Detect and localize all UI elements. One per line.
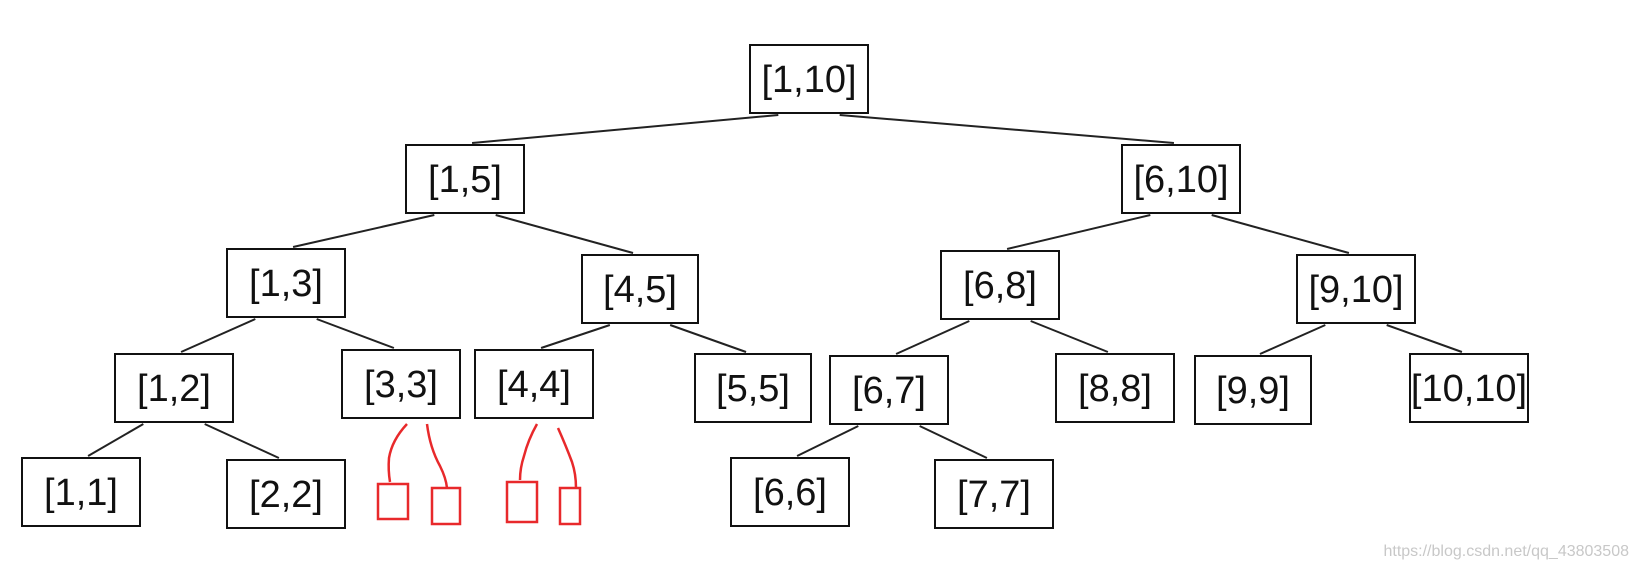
tree-node: [10,10]: [1409, 353, 1529, 423]
tree-node: [1,2]: [114, 353, 234, 423]
node-box: [581, 254, 699, 324]
node-box: [405, 144, 525, 214]
edge-n6_8-n6_7: [895, 320, 970, 355]
node-box: [730, 457, 850, 527]
red-stroke-left-3-3: [387, 423, 408, 483]
tree-node: [6,7]: [829, 355, 949, 425]
node-label: [6,10]: [1133, 159, 1228, 201]
node-label: [6,6]: [753, 472, 827, 514]
edge-n6_10-n6_8: [1006, 214, 1151, 250]
node-label: [9,10]: [1308, 269, 1403, 311]
node-label: [5,5]: [716, 368, 790, 410]
edge-n1_5-n4_5: [495, 214, 634, 254]
tree-node: [1,5]: [405, 144, 525, 214]
edge-n6_7-n7_7: [919, 425, 988, 459]
edge-n9_10-n9_9: [1259, 324, 1326, 355]
node-box: [1121, 144, 1241, 214]
node-box: [940, 250, 1060, 320]
node-label: [3,3]: [364, 364, 438, 406]
node-box: [934, 459, 1054, 529]
edge-n1_2-n1_1: [87, 423, 144, 457]
node-label: [1,10]: [761, 59, 856, 101]
tree-node: [4,4]: [474, 349, 594, 419]
node-label: [4,4]: [497, 364, 571, 406]
node-box: [1409, 353, 1529, 423]
node-label: [6,8]: [963, 265, 1037, 307]
node-box: [226, 459, 346, 529]
edge-n6_10-n9_10: [1211, 214, 1350, 254]
edge-n4_5-n4_4: [540, 324, 611, 349]
node-box: [1194, 355, 1312, 425]
node-box: [749, 44, 869, 114]
edge-n1_5-n1_3: [292, 214, 435, 248]
node-label: [7,7]: [957, 474, 1031, 516]
red-empty-box-3: [505, 480, 539, 524]
red-stroke-right-4-4: [556, 427, 578, 489]
tree-node: [3,3]: [341, 349, 461, 419]
red-empty-box-4: [558, 486, 582, 526]
node-label: [1,5]: [428, 159, 502, 201]
node-label: [4,5]: [603, 269, 677, 311]
node-label: [9,9]: [1216, 370, 1290, 412]
red-stroke-left-4-4: [518, 423, 539, 481]
tree-node: [1,10]: [749, 44, 869, 114]
tree-node: [9,10]: [1296, 254, 1416, 324]
edge-n6_8-n8_8: [1030, 320, 1109, 353]
tree-node: [1,1]: [21, 457, 141, 527]
tree-edges: [87, 114, 1463, 459]
node-box: [694, 353, 812, 423]
watermark-text: https://blog.csdn.net/qq_43803508: [1383, 543, 1629, 560]
tree-node: [6,8]: [940, 250, 1060, 320]
tree-node: [8,8]: [1055, 353, 1175, 423]
node-box: [1055, 353, 1175, 423]
node-label: [1,2]: [137, 368, 211, 410]
tree-node: [1,3]: [226, 248, 346, 318]
edge-n1_3-n1_2: [180, 318, 256, 353]
edge-n1_3-n3_3: [316, 318, 395, 349]
node-label: [1,3]: [249, 263, 323, 305]
node-label: [6,7]: [852, 370, 926, 412]
node-box: [21, 457, 141, 527]
edge-n9_10-n10_10: [1386, 324, 1463, 353]
red-stroke-right-3-3: [425, 423, 449, 489]
red-empty-box-2: [430, 486, 462, 526]
node-box: [829, 355, 949, 425]
node-label: [8,8]: [1078, 368, 1152, 410]
tree-node: [4,5]: [581, 254, 699, 324]
node-label: [2,2]: [249, 474, 323, 516]
tree-node: [9,9]: [1194, 355, 1312, 425]
node-box: [474, 349, 594, 419]
edge-n4_5-n5_5: [669, 324, 747, 353]
tree-node: [2,2]: [226, 459, 346, 529]
edge-n6_7-n6_6: [796, 425, 859, 457]
node-box: [226, 248, 346, 318]
node-label: [1,1]: [44, 472, 118, 514]
tree-node: [7,7]: [934, 459, 1054, 529]
node-box: [1296, 254, 1416, 324]
node-box: [341, 349, 461, 419]
tree-node: [6,6]: [730, 457, 850, 527]
node-box: [114, 353, 234, 423]
edge-n1_10-n1_5: [471, 114, 779, 144]
edge-n1_2-n2_2: [204, 423, 280, 459]
node-label: [10,10]: [1411, 368, 1527, 410]
tree-nodes: [1,10] [1,5] [6,10] [1,3] [4,5] [6,8] [9,10] [1…: [21, 44, 1529, 529]
red-empty-box-1: [376, 482, 410, 521]
tree-node: [6,10]: [1121, 144, 1241, 214]
edge-n1_10-n6_10: [839, 114, 1175, 144]
red-annotations: [376, 423, 582, 526]
tree-node: [5,5]: [694, 353, 812, 423]
